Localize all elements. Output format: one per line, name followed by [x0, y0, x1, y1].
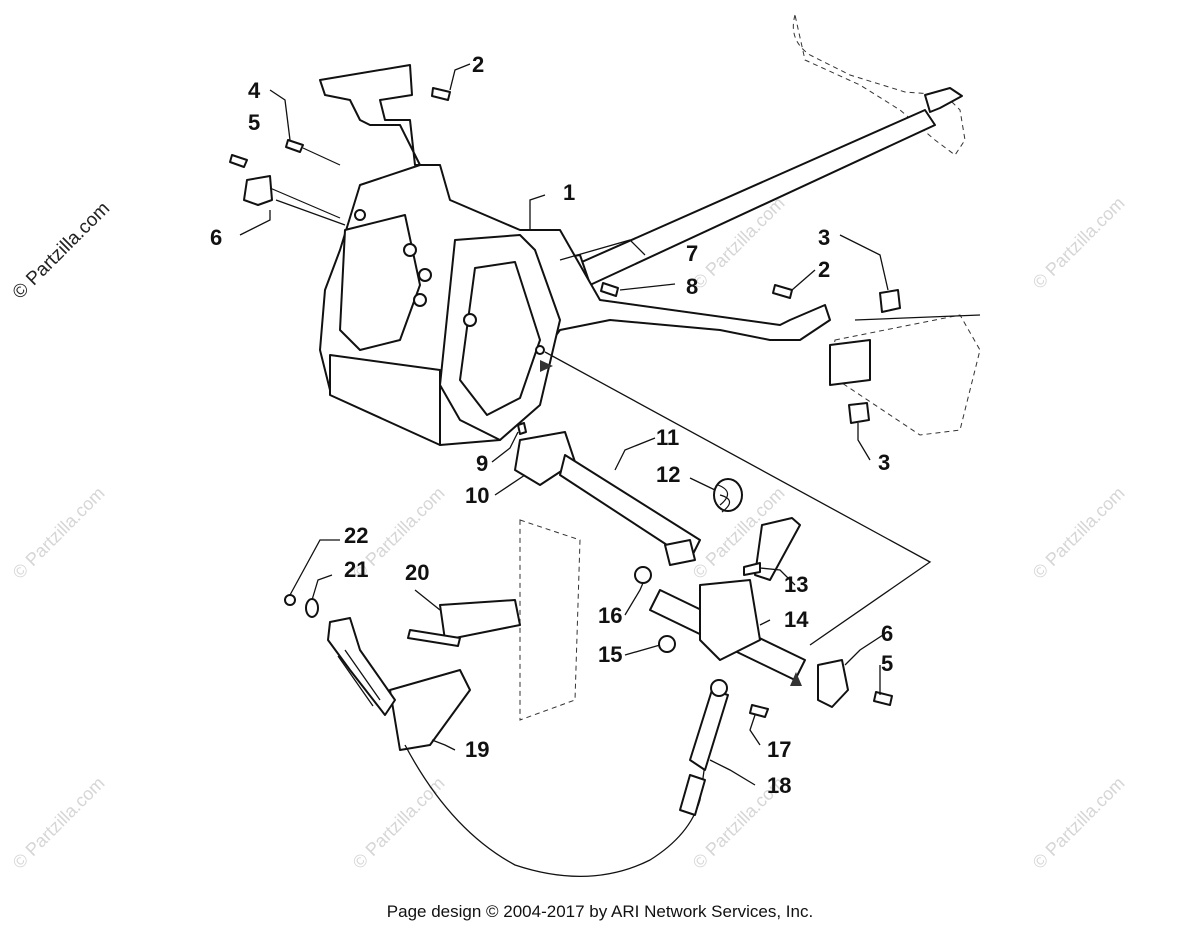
callout-5-bottom[interactable]: 5 [881, 651, 893, 676]
leader-lines [239, 63, 981, 786]
callout-2-top[interactable]: 2 [472, 52, 484, 77]
callout-12[interactable]: 12 [656, 462, 680, 487]
callout-3-top[interactable]: 3 [818, 225, 830, 250]
callout-6-bottom[interactable]: 6 [881, 621, 893, 646]
callout-6-top[interactable]: 6 [210, 225, 222, 250]
callout-14[interactable]: 14 [784, 607, 809, 632]
callout-3-bottom[interactable]: 3 [878, 450, 890, 475]
arrow-marker [790, 672, 802, 686]
callout-5-top[interactable]: 5 [248, 110, 260, 135]
callout-11[interactable]: 11 [656, 425, 679, 450]
part-18-cable [404, 679, 769, 877]
watermark: © Partzilla.com [349, 773, 449, 873]
callout-7[interactable]: 7 [686, 241, 698, 266]
arrow-marker [540, 360, 553, 372]
part-7-bar [559, 109, 936, 293]
callout-22[interactable]: 22 [344, 523, 368, 548]
callout-labels: 1 2 2 3 3 4 5 5 6 6 7 8 9 10 11 12 13 14… [210, 52, 893, 798]
lower-bracket [284, 519, 581, 751]
callout-17[interactable]: 17 [767, 737, 791, 762]
part-1-bracket [319, 64, 831, 446]
callout-4[interactable]: 4 [248, 78, 261, 103]
callout-1[interactable]: 1 [563, 180, 575, 205]
fasteners-lower-right [817, 659, 893, 708]
callout-13[interactable]: 13 [784, 572, 808, 597]
callout-9[interactable]: 9 [476, 451, 488, 476]
watermark: © Partzilla.com [9, 483, 109, 583]
callout-10[interactable]: 10 [465, 483, 489, 508]
watermark: © Partzilla.com [9, 773, 109, 873]
callout-21[interactable]: 21 [344, 557, 368, 582]
fasteners-top-left [229, 87, 451, 219]
callout-19[interactable]: 19 [465, 737, 489, 762]
callout-15[interactable]: 15 [598, 642, 622, 667]
watermark-main: © Partzilla.com [9, 198, 114, 303]
watermark: © Partzilla.com [1029, 773, 1129, 873]
callout-8[interactable]: 8 [686, 274, 698, 299]
callout-18[interactable]: 18 [767, 773, 791, 798]
pedal-assembly [514, 422, 743, 566]
footer-copyright: Page design © 2004-2017 by ARI Network S… [386, 902, 814, 921]
callout-16[interactable]: 16 [598, 603, 622, 628]
pivot-assembly [634, 517, 806, 681]
callout-2-right[interactable]: 2 [818, 257, 830, 282]
fasteners-right [600, 282, 981, 436]
watermark: © Partzilla.com [1029, 193, 1129, 293]
watermark: © Partzilla.com [1029, 483, 1129, 583]
callout-20[interactable]: 20 [405, 560, 429, 585]
